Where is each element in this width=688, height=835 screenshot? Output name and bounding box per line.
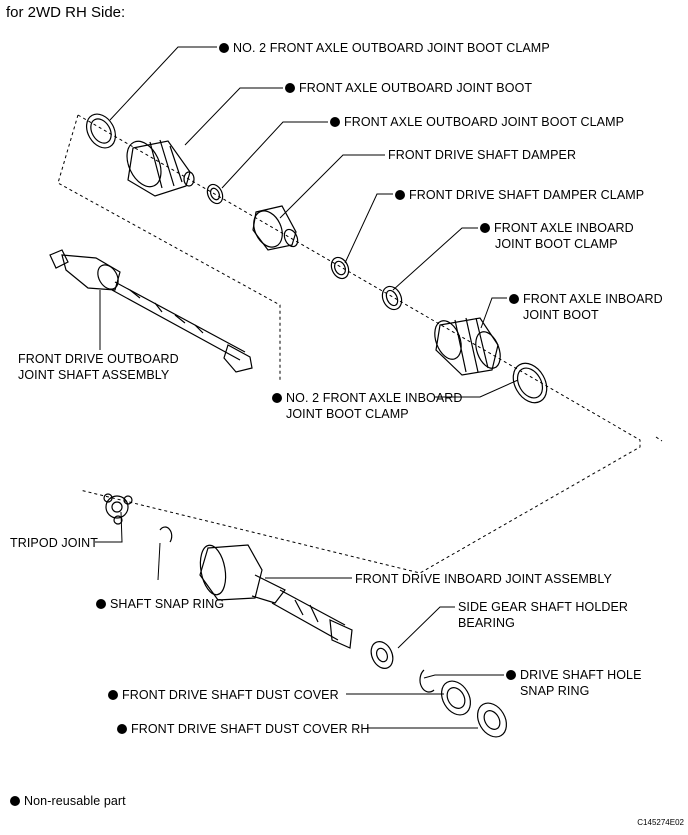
hole-snap-ring-part xyxy=(419,669,435,693)
outboard-clamp-part xyxy=(206,183,224,205)
label-outboard-boot: FRONT AXLE OUTBOARD JOINT BOOT xyxy=(285,80,532,96)
label-hole-snap-ring-line2: SNAP RING xyxy=(520,684,590,698)
legend: Non-reusable part xyxy=(10,793,126,809)
non-reusable-dot-icon xyxy=(108,690,118,700)
dust-cover-part xyxy=(440,680,472,716)
label-inboard-boot: FRONT AXLE INBOARD xyxy=(509,291,663,307)
dust-cover-rh-part xyxy=(476,702,508,738)
label-tripod-joint: TRIPOD JOINT xyxy=(10,536,99,550)
non-reusable-dot-icon xyxy=(509,294,519,304)
non-reusable-dot-icon xyxy=(285,83,295,93)
inboard-boot-part xyxy=(434,317,501,376)
tripod-joint-part xyxy=(103,493,133,525)
label-bearing-line2: BEARING xyxy=(458,616,515,630)
label-no2-outboard-clamp: NO. 2 FRONT AXLE OUTBOARD JOINT BOOT CLA… xyxy=(219,40,550,56)
non-reusable-dot-icon xyxy=(96,599,106,609)
label-inboard-clamp: FRONT AXLE INBOARD xyxy=(480,220,634,236)
non-reusable-dot-icon xyxy=(506,670,516,680)
label-inboard-joint: FRONT DRIVE INBOARD JOINT ASSEMBLY xyxy=(355,572,612,586)
label-inboard-boot-line2: JOINT BOOT xyxy=(523,308,599,322)
label-dust-cover: FRONT DRIVE SHAFT DUST COVER xyxy=(108,687,339,703)
non-reusable-dot-icon xyxy=(117,724,127,734)
label-no2-inboard-clamp-line2: JOINT BOOT CLAMP xyxy=(286,407,409,421)
non-reusable-dot-icon xyxy=(10,796,20,806)
non-reusable-dot-icon xyxy=(395,190,405,200)
non-reusable-dot-icon xyxy=(480,223,490,233)
inboard-clamp-part xyxy=(381,285,403,311)
label-bearing: SIDE GEAR SHAFT HOLDER xyxy=(458,600,629,614)
outboard-shaft-part xyxy=(49,249,253,373)
outboard-boot-part xyxy=(126,139,195,197)
non-reusable-dot-icon xyxy=(330,117,340,127)
bearing-part xyxy=(370,641,394,669)
damper-part xyxy=(252,205,299,251)
figure-code: C145274E02 xyxy=(637,818,684,827)
non-reusable-dot-icon xyxy=(272,393,282,403)
label-shaft-snap-ring: SHAFT SNAP RING xyxy=(96,596,224,612)
damper-clamp-part xyxy=(330,256,350,280)
label-outboard-shaft: FRONT DRIVE OUTBOARD xyxy=(18,352,179,366)
no2-inboard-clamp-part xyxy=(512,362,548,404)
non-reusable-dot-icon xyxy=(219,43,229,53)
label-damper: FRONT DRIVE SHAFT DAMPER xyxy=(388,148,577,162)
shaft-snap-ring-part xyxy=(159,526,173,543)
label-inboard-clamp-line2: JOINT BOOT CLAMP xyxy=(495,237,618,251)
label-no2-inboard-clamp: NO. 2 FRONT AXLE INBOARD xyxy=(272,390,463,406)
diagram-heading: for 2WD RH Side: xyxy=(6,4,126,21)
label-outboard-shaft-line2: JOINT SHAFT ASSEMBLY xyxy=(18,368,170,382)
label-hole-snap-ring: DRIVE SHAFT HOLE xyxy=(506,667,642,683)
no2-outboard-clamp-part xyxy=(85,113,117,149)
label-dust-cover-rh: FRONT DRIVE SHAFT DUST COVER RH xyxy=(117,721,370,737)
inboard-joint-part xyxy=(199,544,353,649)
label-outboard-clamp: FRONT AXLE OUTBOARD JOINT BOOT CLAMP xyxy=(330,114,624,130)
label-damper-clamp: FRONT DRIVE SHAFT DAMPER CLAMP xyxy=(395,187,644,203)
assembly-dashed-lines xyxy=(57,114,663,574)
